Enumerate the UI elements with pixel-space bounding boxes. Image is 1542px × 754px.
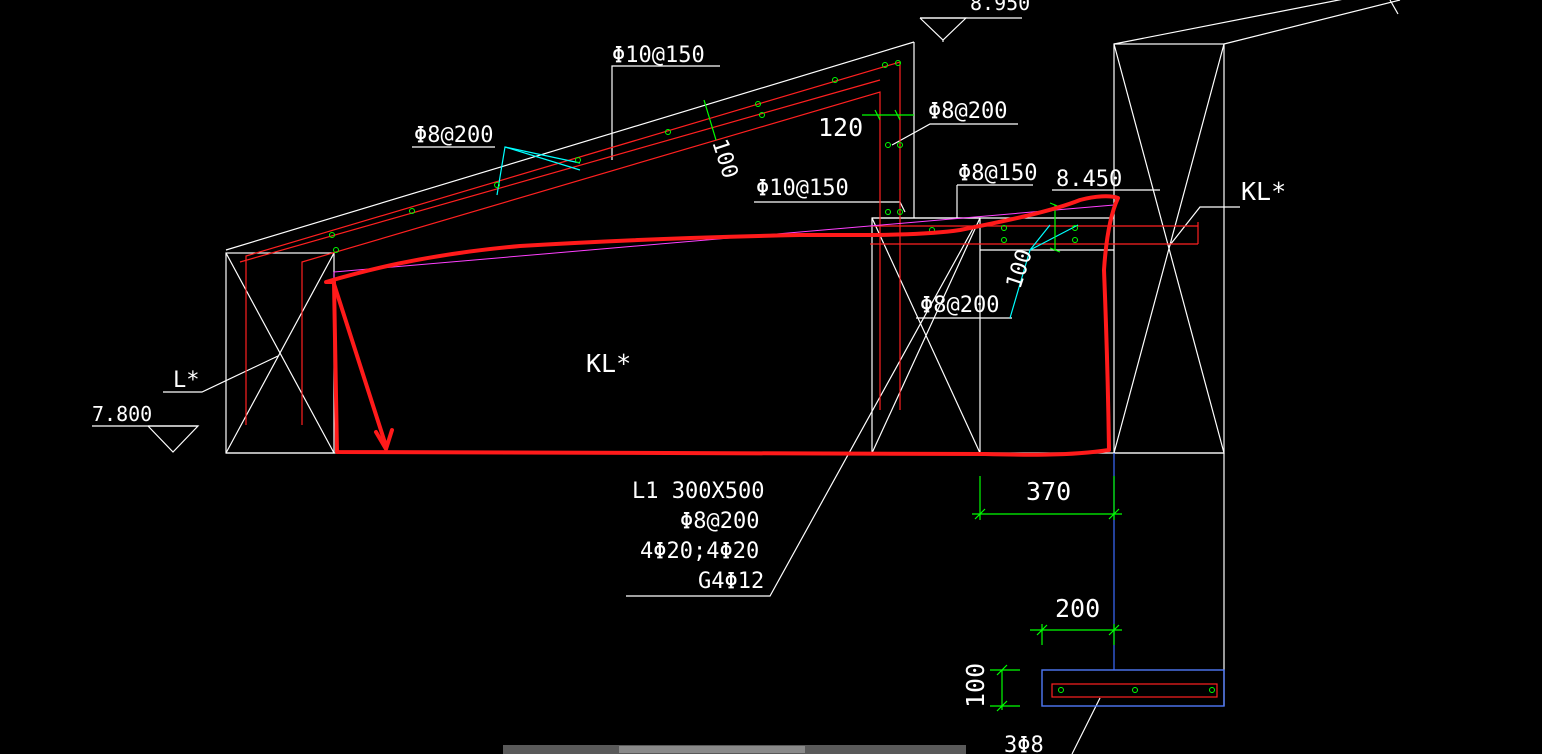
kl-right-label: KL*: [1241, 177, 1286, 206]
elevation-mid-label: 8.450: [1056, 167, 1122, 192]
cyan-leader-marks: [496, 146, 1079, 319]
beam-spec-line1: L1 300X500: [632, 479, 764, 504]
rebar-right-mid-label: Φ8@150: [958, 161, 1037, 186]
rebar-slope-side-label: Φ8@200: [414, 123, 493, 148]
kl-left-label: L*: [173, 368, 200, 393]
elevation-left-label: 7.800: [92, 402, 152, 426]
rebar-right-top-label: Φ8@200: [928, 99, 1007, 124]
red-markup-annotation: [324, 194, 1120, 457]
dim-100-bottom-label: 100: [961, 663, 990, 708]
rebar-mid-label: Φ10@150: [756, 176, 849, 201]
rebar-slope-top-label: Φ10@150: [612, 43, 705, 68]
kl-center-label: KL*: [586, 349, 631, 378]
dimension-lines: [703, 99, 1122, 712]
beam-spec-line2: Φ8@200: [680, 509, 759, 534]
dim-100-slope-label: 100: [706, 136, 742, 182]
rebar-dots: [329, 60, 1215, 693]
triangle-elevation-icon: [92, 17, 1022, 453]
elevation-top-label: 8.950: [970, 0, 1030, 15]
beam-spec-line3: 4Φ20;4Φ20: [640, 539, 759, 564]
dim-100-mid-label: 100: [1002, 246, 1038, 292]
structure-outlines: [163, 0, 1401, 754]
dim-120-label: 120: [818, 113, 863, 142]
rebar-lower-label: Φ8@200: [920, 293, 999, 318]
beam-spec-line4: G4Φ12: [698, 569, 764, 594]
horizontal-scrollbar[interactable]: [503, 745, 966, 754]
slab-rebar-label: 3Φ8: [1004, 733, 1044, 754]
scrollbar-thumb[interactable]: [619, 746, 805, 753]
dim-370-label: 370: [1026, 477, 1071, 506]
dim-200-label: 200: [1055, 594, 1100, 623]
